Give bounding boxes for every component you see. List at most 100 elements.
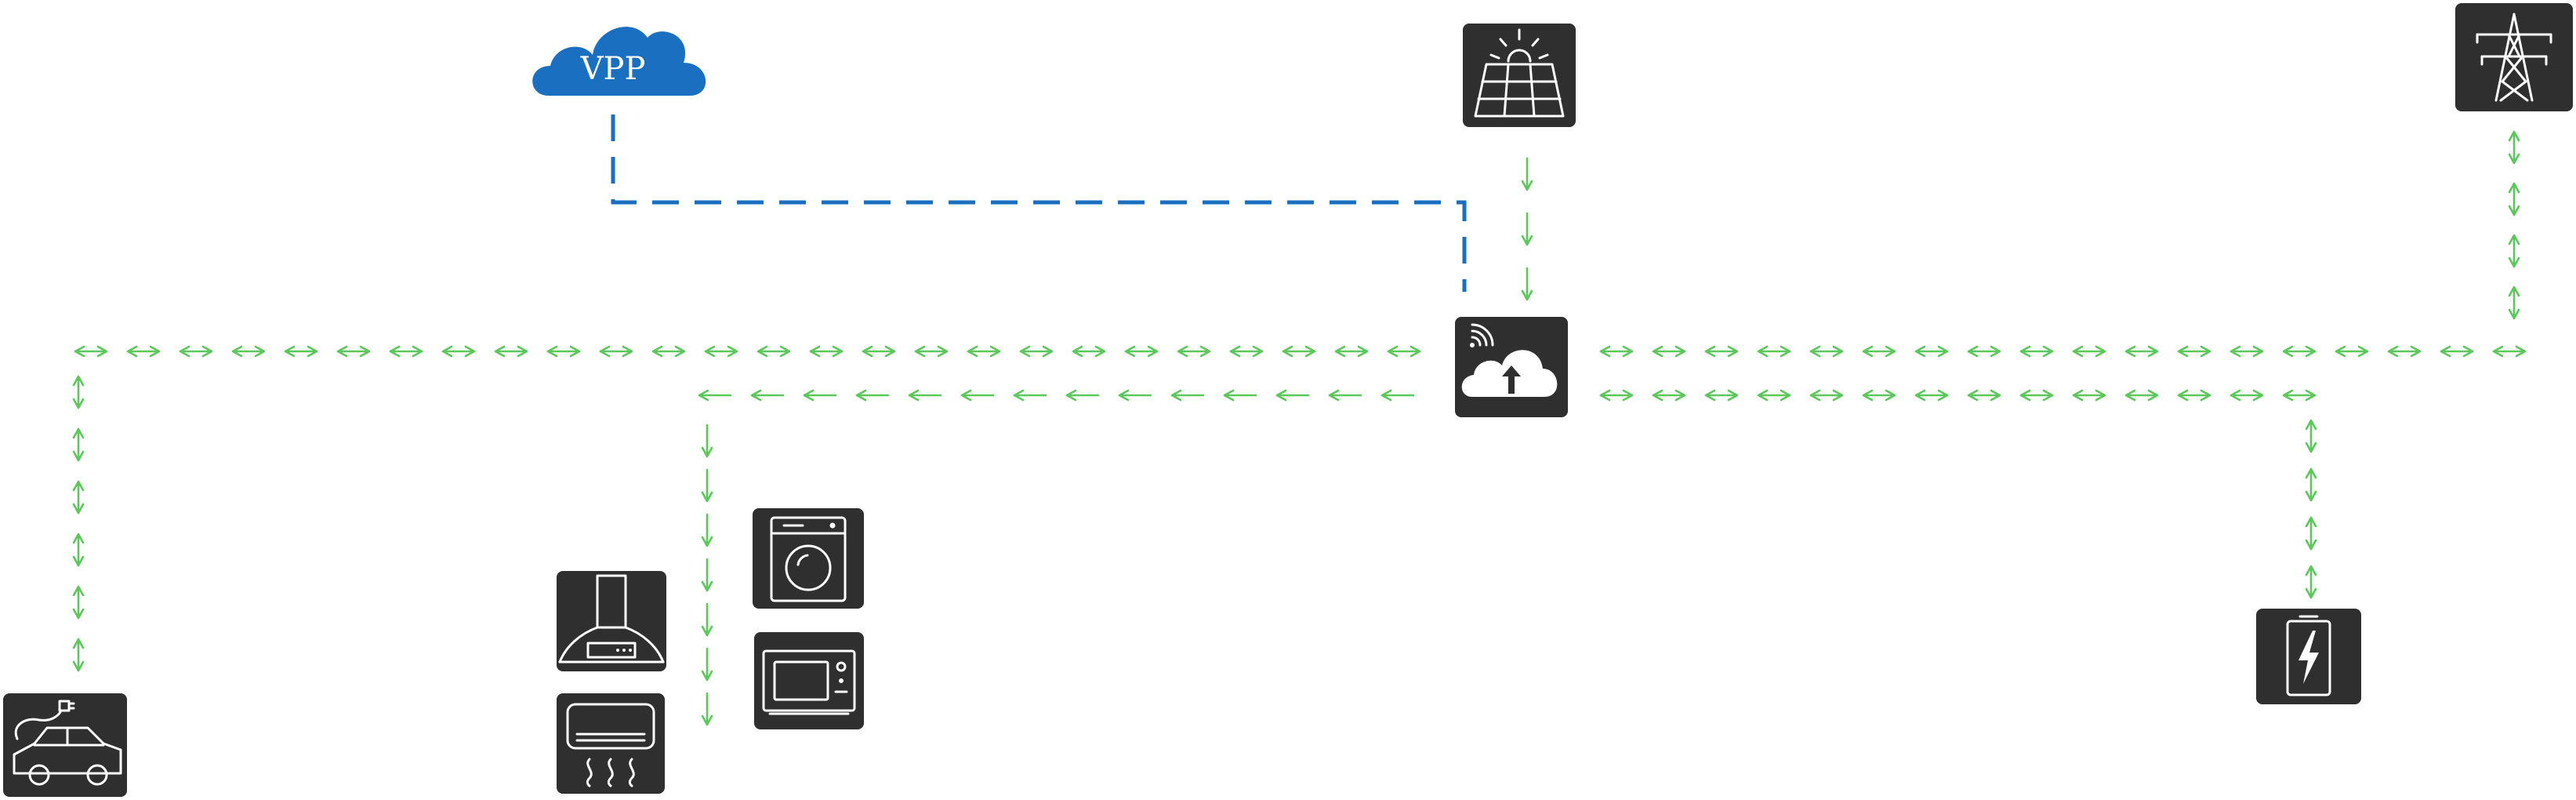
bidirectional-arrow-icon bbox=[1757, 389, 1791, 402]
bidirectional-arrow-icon bbox=[1599, 345, 1634, 358]
bidirectional-arrow-icon bbox=[2177, 345, 2211, 358]
down-arrow-icon bbox=[1521, 157, 1533, 191]
bidirectional-arrow-icon bbox=[756, 345, 791, 358]
wifi-signal-icon bbox=[1470, 323, 1494, 347]
bidirectional-arrow-icon bbox=[1387, 345, 1421, 358]
power-grid-tile[interactable] bbox=[2455, 3, 2573, 111]
solar-panel-icon bbox=[1474, 28, 1565, 118]
bidirectional-arrow-icon bbox=[1757, 345, 1791, 358]
bidirectional-arrow-icon bbox=[1124, 345, 1159, 358]
left-arrow-icon bbox=[1170, 389, 1205, 402]
bidirectional-arrow-icon bbox=[1862, 345, 1896, 358]
left-arrow-icon bbox=[698, 389, 732, 402]
bidirectional-arrow-icon bbox=[1967, 389, 2001, 402]
bidirectional-arrow-icon bbox=[2072, 345, 2106, 358]
bidirectional-arrow-icon bbox=[2508, 285, 2520, 320]
washing-machine-tile[interactable] bbox=[753, 508, 864, 609]
bidirectional-arrow-icon bbox=[2305, 516, 2317, 551]
bidirectional-arrow-icon bbox=[284, 345, 318, 358]
bidirectional-arrow-icon bbox=[74, 345, 108, 358]
bidirectional-arrow-icon bbox=[2019, 389, 2054, 402]
bidirectional-arrow-icon bbox=[2177, 389, 2211, 402]
bidirectional-arrow-icon bbox=[651, 345, 686, 358]
bidirectional-arrow-icon bbox=[2230, 345, 2264, 358]
vpp-link-line bbox=[611, 115, 1467, 292]
left-arrow-icon bbox=[1065, 389, 1100, 402]
cloud-upload-icon bbox=[1461, 323, 1558, 397]
washing-machine-icon bbox=[770, 516, 847, 602]
bidirectional-arrow-icon bbox=[1019, 345, 1054, 358]
left-arrow-icon bbox=[908, 389, 942, 402]
bidirectional-arrow-icon bbox=[1914, 389, 1949, 402]
microwave-icon bbox=[762, 649, 856, 715]
bidirectional-arrow-icon bbox=[72, 375, 85, 409]
bidirectional-arrow-icon bbox=[126, 345, 161, 358]
bidirectional-arrow-icon bbox=[1599, 389, 1634, 402]
down-arrow-icon bbox=[701, 692, 713, 726]
bidirectional-arrow-icon bbox=[2124, 389, 2159, 402]
bidirectional-arrow-icon bbox=[494, 345, 528, 358]
left-arrow-icon bbox=[855, 389, 890, 402]
bidirectional-arrow-icon bbox=[231, 345, 266, 358]
bidirectional-arrow-icon bbox=[546, 345, 581, 358]
bidirectional-arrow-icon bbox=[72, 638, 85, 672]
bidirectional-arrow-icon bbox=[2335, 345, 2369, 358]
down-arrow-icon bbox=[701, 424, 713, 458]
bidirectional-arrow-icon bbox=[2305, 419, 2317, 453]
bidirectional-arrow-icon bbox=[2124, 345, 2159, 358]
bidirectional-arrow-icon bbox=[72, 480, 85, 515]
bidirectional-arrow-icon bbox=[2508, 130, 2520, 165]
bidirectional-arrow-icon bbox=[1704, 389, 1739, 402]
bidirectional-arrow-icon bbox=[862, 345, 896, 358]
bidirectional-arrow-icon bbox=[599, 345, 633, 358]
range-hood-tile[interactable] bbox=[557, 571, 666, 671]
bidirectional-arrow-icon bbox=[704, 345, 738, 358]
solar-panel-tile[interactable] bbox=[1463, 24, 1576, 127]
bidirectional-arrow-icon bbox=[179, 345, 213, 358]
bidirectional-arrow-icon bbox=[1914, 345, 1949, 358]
bidirectional-arrow-icon bbox=[1229, 345, 1264, 358]
bidirectional-arrow-icon bbox=[1862, 389, 1896, 402]
cloud-icon bbox=[532, 27, 706, 96]
bidirectional-arrow-icon bbox=[2072, 389, 2106, 402]
bidirectional-arrow-icon bbox=[441, 345, 476, 358]
bidirectional-arrow-icon bbox=[2230, 389, 2264, 402]
smart-gateway-tile[interactable] bbox=[1455, 317, 1568, 417]
bidirectional-arrow-icon bbox=[72, 533, 85, 567]
down-arrow-icon bbox=[701, 647, 713, 682]
left-arrow-icon bbox=[1118, 389, 1152, 402]
bidirectional-arrow-icon bbox=[2305, 467, 2317, 502]
down-arrow-icon bbox=[1521, 212, 1533, 246]
bidirectional-arrow-icon bbox=[1177, 345, 1211, 358]
vpp-label: VPP bbox=[580, 51, 646, 87]
bidirectional-arrow-icon bbox=[389, 345, 423, 358]
left-arrow-icon bbox=[1013, 389, 1047, 402]
down-arrow-icon bbox=[701, 468, 713, 503]
bidirectional-arrow-icon bbox=[1704, 345, 1739, 358]
electric-vehicle-tile[interactable] bbox=[3, 693, 127, 797]
bidirectional-arrow-icon bbox=[2282, 345, 2317, 358]
bidirectional-arrow-icon bbox=[809, 345, 844, 358]
bidirectional-arrow-icon bbox=[336, 345, 371, 358]
left-arrow-icon bbox=[960, 389, 995, 402]
down-arrow-icon bbox=[701, 602, 713, 637]
vpp-cloud[interactable]: VPP bbox=[532, 27, 706, 96]
bidirectional-arrow-icon bbox=[2305, 565, 2317, 599]
battery-storage-tile[interactable] bbox=[2256, 609, 2361, 704]
bidirectional-arrow-icon bbox=[914, 345, 949, 358]
bidirectional-arrow-icon bbox=[2508, 234, 2520, 268]
bidirectional-arrow-icon bbox=[1809, 389, 1844, 402]
flow-arrows bbox=[72, 130, 2527, 726]
bidirectional-arrow-icon bbox=[1334, 345, 1369, 358]
left-arrow-icon bbox=[1275, 389, 1310, 402]
left-arrow-icon bbox=[1328, 389, 1362, 402]
transmission-tower-icon bbox=[2476, 13, 2552, 102]
bidirectional-arrow-icon bbox=[2440, 345, 2474, 358]
bidirectional-arrow-icon bbox=[2508, 182, 2520, 216]
air-conditioner-tile[interactable] bbox=[557, 693, 665, 794]
bidirectional-arrow-icon bbox=[967, 345, 1001, 358]
left-arrow-icon bbox=[803, 389, 837, 402]
bidirectional-arrow-icon bbox=[1652, 389, 1686, 402]
microwave-tile[interactable] bbox=[754, 632, 864, 729]
